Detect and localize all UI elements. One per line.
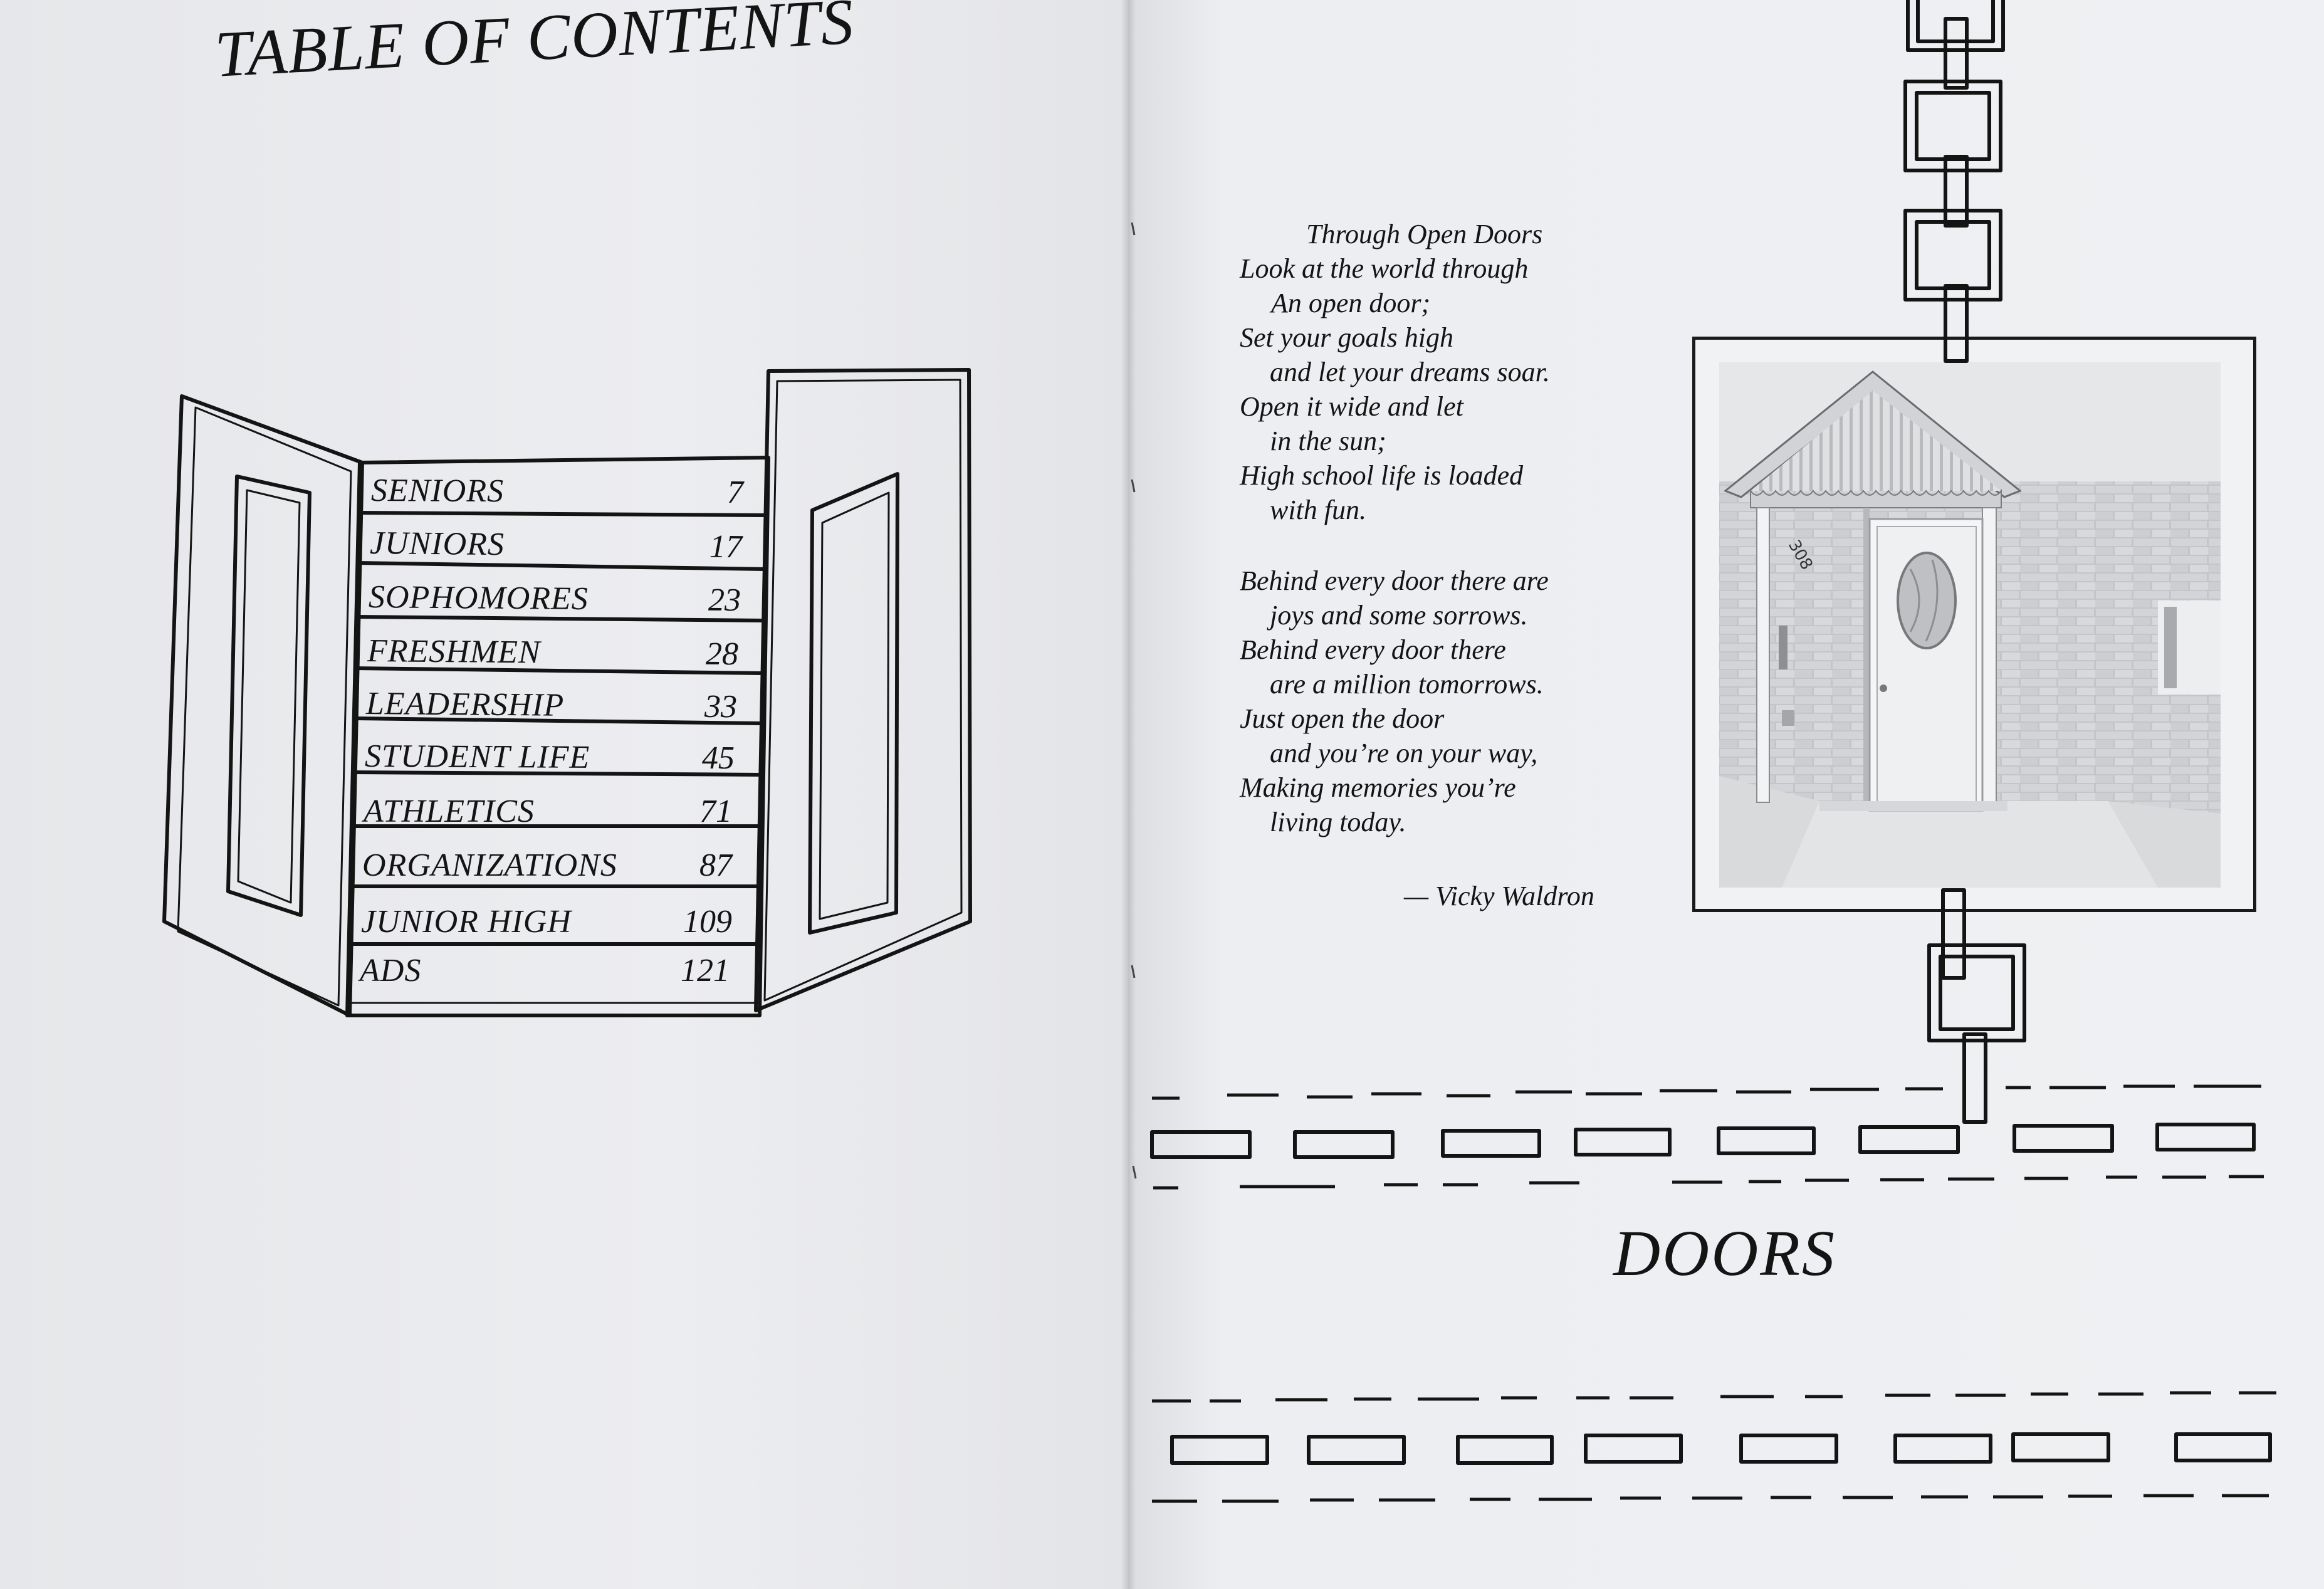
toc-entry-page: 87: [699, 847, 732, 883]
open-door-illustration: [162, 368, 972, 1017]
door-photo: 308: [1719, 362, 2221, 888]
toc-entry: ADS 121: [360, 952, 730, 990]
door-photo-frame: 308: [1692, 337, 2256, 912]
porch-door-image: 308: [1719, 362, 2221, 888]
poem-author: — Vicky Waldron: [1404, 881, 1594, 911]
poem-line: and you’re on your way,: [1270, 738, 1538, 768]
poem-line: Making memories you’re: [1240, 772, 1516, 803]
poem-line: living today.: [1270, 807, 1406, 837]
border-bricks-bottom: [1170, 1432, 2272, 1465]
toc-entry-label: ATHLETICS: [364, 794, 535, 829]
toc-entry-page: 121: [681, 953, 730, 989]
border-dashes-bottom: [1152, 1391, 2276, 1503]
poem-line: Set your goals high: [1240, 322, 1453, 353]
poem-line: An open door;: [1271, 288, 1431, 318]
toc-entry: ATHLETICS 71: [364, 792, 732, 831]
poem-line: Open it wide and let: [1240, 391, 1463, 422]
border-dashes-top: [1152, 1084, 2264, 1190]
border-bricks-top: [1150, 1123, 2256, 1159]
binding-marks: [1131, 222, 1137, 1179]
poem-line: Behind every door there: [1240, 634, 1506, 665]
toc-entry-label: ADS: [360, 953, 422, 989]
poem-line: are a million tomorrows.: [1270, 669, 1544, 700]
chain-link: [1906, 0, 2005, 52]
toc-entry-label: JUNIOR HIGH: [361, 904, 572, 940]
toc-entry-label: ORGANIZATIONS: [362, 847, 617, 883]
poem: Through Open Doors Look at the world thr…: [1240, 217, 1678, 839]
section-title: DOORS: [1613, 1217, 1836, 1289]
poem-line: in the sun;: [1270, 426, 1386, 456]
toc-entry-page: 109: [683, 904, 732, 940]
poem-line: Just open the door: [1240, 703, 1445, 734]
poem-line: with fun.: [1270, 495, 1367, 525]
poem-line: High school life is loaded: [1240, 460, 1524, 491]
toc-entry: ORGANIZATIONS 87: [362, 846, 732, 885]
toc-entry-page: 71: [699, 794, 732, 829]
poem-line: Behind every door there are: [1240, 565, 1549, 596]
poem-line: joys and some sorrows.: [1270, 600, 1528, 631]
book-gutter: [1121, 0, 1136, 1589]
poem-line: and let your dreams soar.: [1270, 357, 1550, 387]
toc-entry: JUNIOR HIGH 109: [361, 903, 732, 941]
poem-line: Look at the world through: [1240, 253, 1529, 284]
poem-title: Through Open Doors: [1306, 219, 1543, 249]
left-page: [0, 0, 1128, 1589]
